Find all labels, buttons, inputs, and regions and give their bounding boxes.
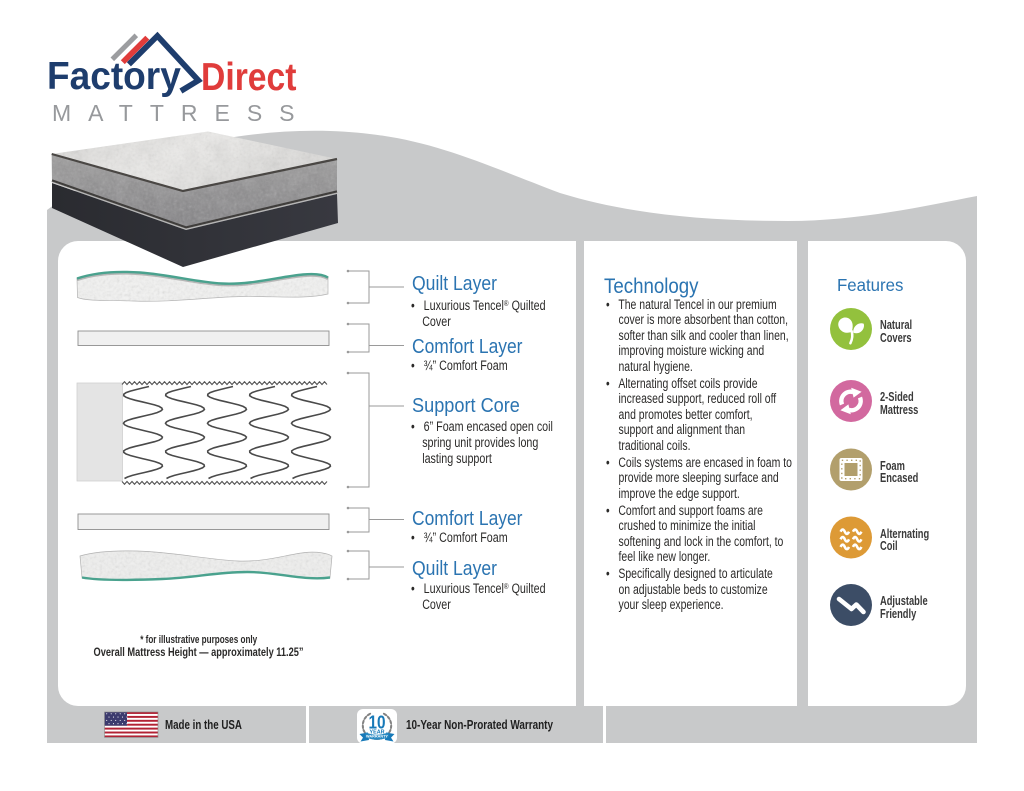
svg-text:WARRANTY: WARRANTY	[366, 734, 388, 738]
svg-text:10: 10	[369, 713, 386, 733]
svg-text:YEAR: YEAR	[370, 729, 385, 735]
